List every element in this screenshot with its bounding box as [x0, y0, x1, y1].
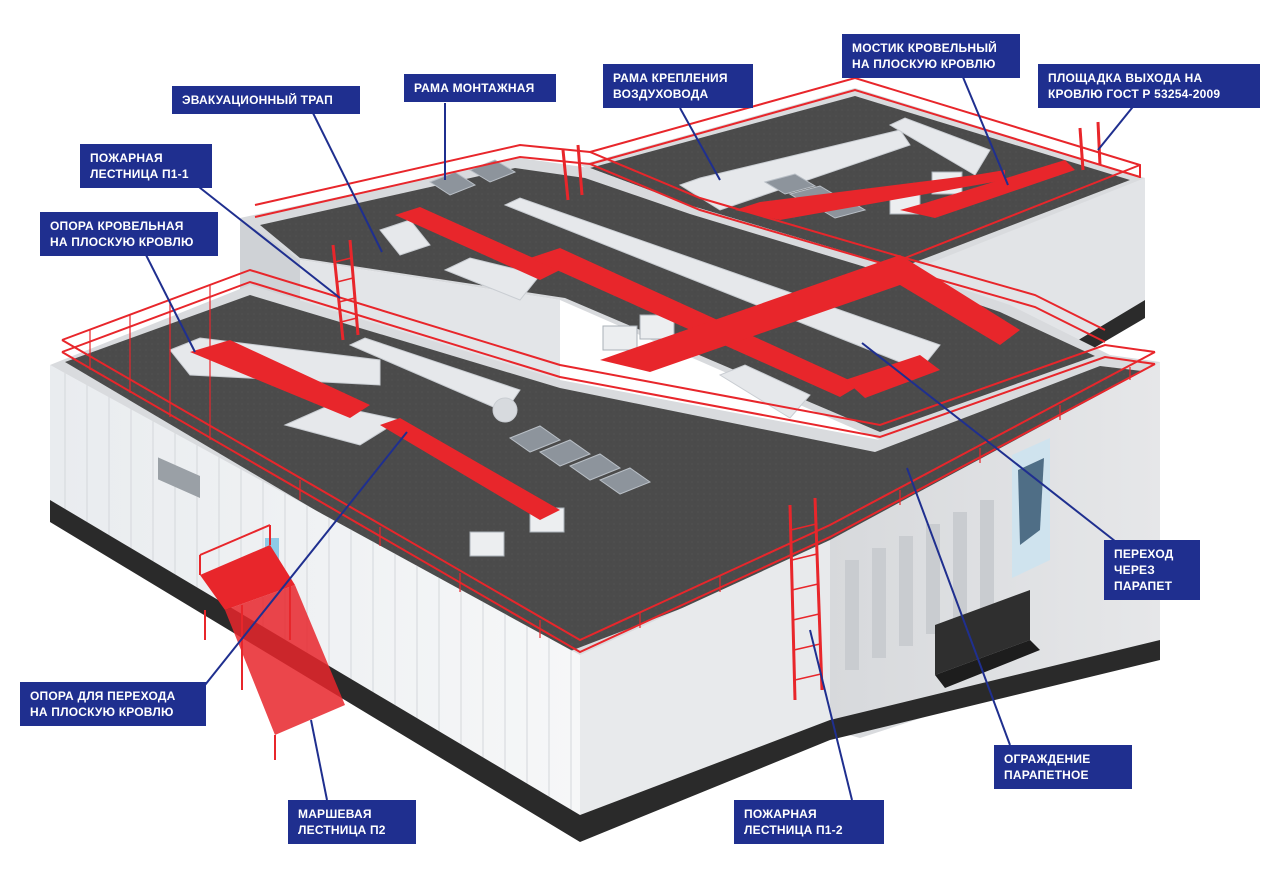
ducts	[169, 117, 991, 446]
label-roof-bridge: МОСТИК КРОВЕЛЬНЫЙ НА ПЛОСКУЮ КРОВЛЮ	[842, 34, 1020, 78]
label-parapet-fence: ОГРАЖДЕНИЕ ПАРАПЕТНОЕ	[994, 745, 1132, 789]
label-fire-ladder-p1-2: ПОЖАРНАЯ ЛЕСТНИЦА П1-2	[734, 800, 884, 844]
ladder-rungs	[334, 257, 822, 681]
leader-lines	[144, 69, 1141, 801]
parapet-railings	[61, 76, 1156, 654]
label-roof-support: ОПОРА КРОВЕЛЬНАЯ НА ПЛОСКУЮ КРОВЛЮ	[40, 212, 218, 256]
label-mount-frame: РАМА МОНТАЖНАЯ	[404, 74, 556, 102]
label-evac-ladder: ЭВАКУАЦИОННЫЙ ТРАП	[172, 86, 360, 114]
ladders	[331, 121, 1102, 701]
roof-walkways	[190, 160, 1075, 520]
label-crossing-support: ОПОРА ДЛЯ ПЕРЕХОДА НА ПЛОСКУЮ КРОВЛЮ	[20, 682, 206, 726]
label-fire-ladder-p1-1: ПОЖАРНАЯ ЛЕСТНИЦА П1-1	[80, 144, 212, 188]
label-exit-platform: ПЛОЩАДКА ВЫХОДА НА КРОВЛЮ ГОСТ Р 53254-2…	[1038, 64, 1260, 108]
label-parapet-crossing: ПЕРЕХОД ЧЕРЕЗ ПАРАПЕТ	[1104, 540, 1200, 600]
railing-posts	[89, 285, 1131, 638]
label-duct-frame: РАМА КРЕПЛЕНИЯ ВОЗДУХОВОДА	[603, 64, 753, 108]
label-march-stair: МАРШЕВАЯ ЛЕСТНИЦА П2	[288, 800, 416, 844]
